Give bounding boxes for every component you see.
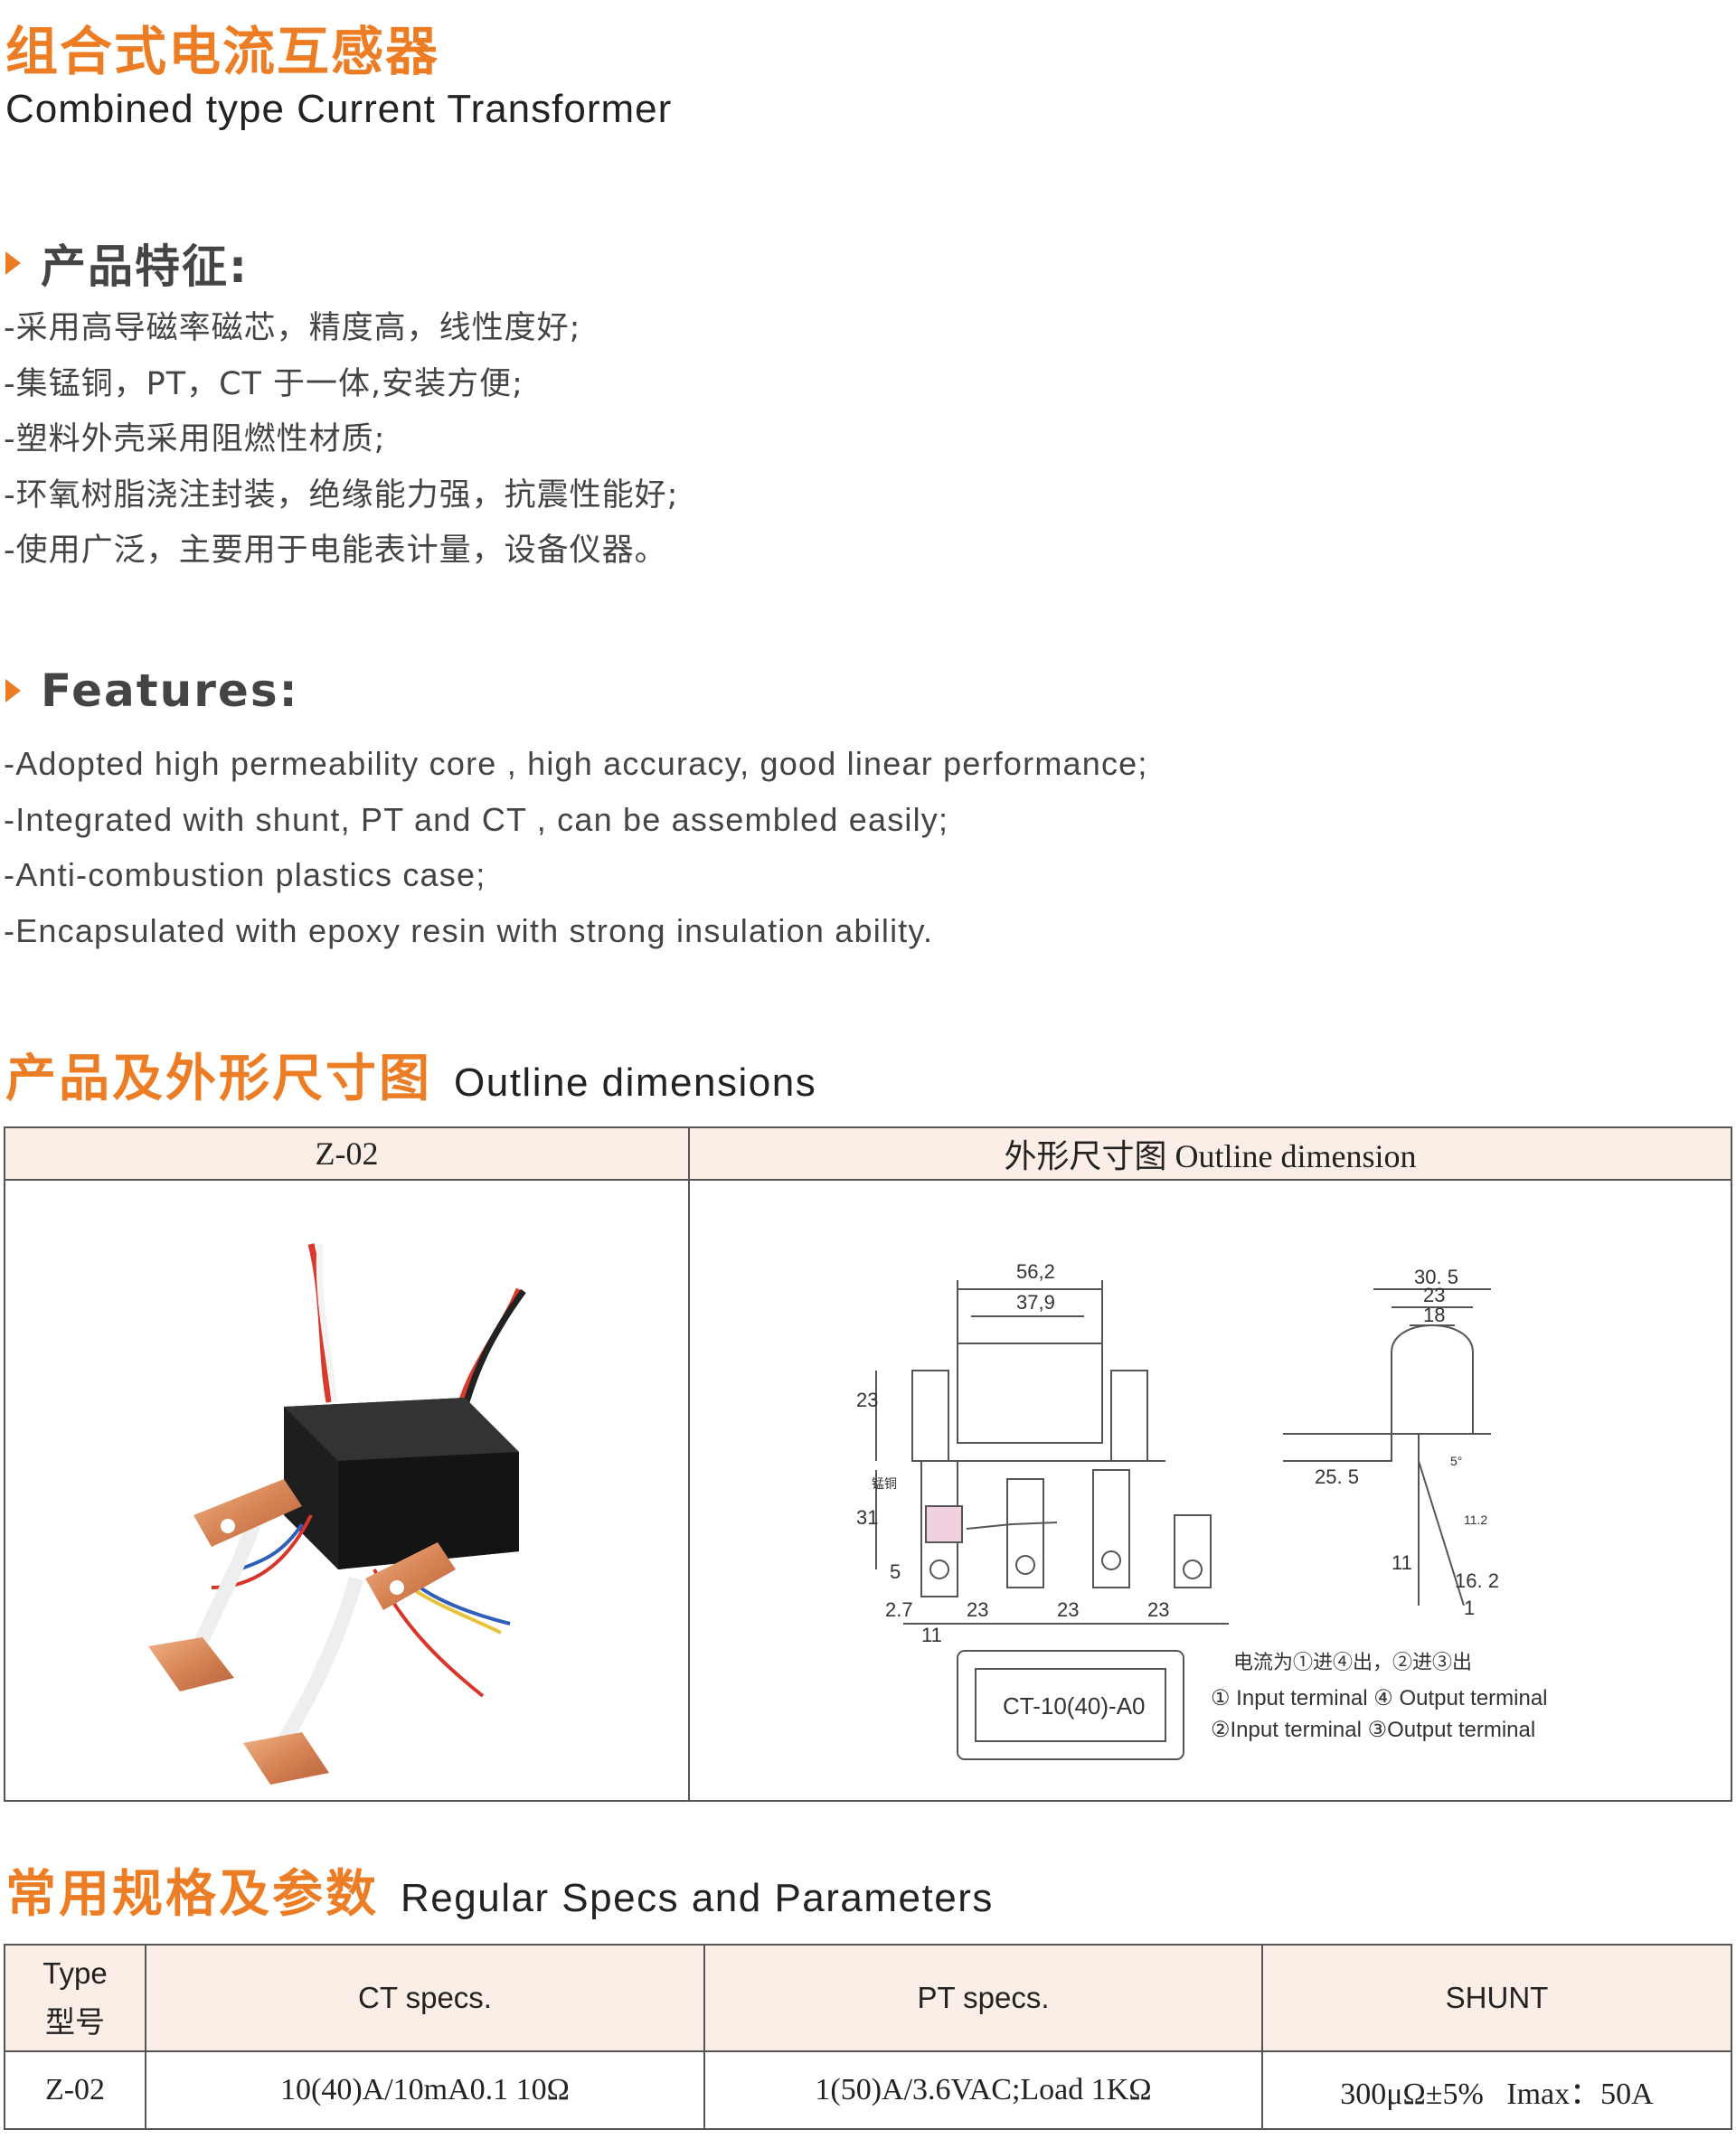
dim-label: 23: [856, 1389, 878, 1411]
list-item: -环氧树脂浇注封装，绝缘能力强，抗震性能好;: [4, 476, 679, 514]
dim-label: 23: [1057, 1598, 1079, 1621]
specs-heading: 常用规格及参数 Regular Specs and Parameters: [5, 1853, 994, 1927]
terminal-note-1: ① Input terminal ④ Output terminal: [1211, 1686, 1548, 1710]
list-item: -使用广泛，主要用于电能表计量，设备仪器。: [4, 532, 667, 569]
specs-heading-en: Regular Specs and Parameters: [401, 1876, 994, 1920]
dim-label: 18: [1423, 1304, 1445, 1326]
specs-heading-cn: 常用规格及参数: [5, 1865, 379, 1924]
dim-label: 37,9: [1016, 1291, 1055, 1314]
list-item: -Encapsulated with epoxy resin with stro…: [4, 911, 934, 949]
dim-label: 11: [1392, 1551, 1412, 1574]
list-item: -塑料外壳采用阻燃性材质;: [4, 421, 386, 457]
specs-col-type-cn: 型号: [45, 2004, 105, 2040]
dim-label: 23: [1147, 1598, 1169, 1621]
outline-col-dimension: 外形尺寸图 Outline dimension: [688, 1126, 1732, 1181]
terminal-note-cn: 电流为①进④出，②进③出: [1233, 1651, 1472, 1673]
dim-label: 5°: [1450, 1454, 1462, 1468]
dim-label: 11.2: [1464, 1512, 1487, 1527]
dim-label: 25. 5: [1315, 1465, 1359, 1488]
dim-label: 31: [856, 1506, 878, 1529]
list-item: -Integrated with shunt, PT and CT , can …: [4, 800, 949, 838]
dim-label: 11: [921, 1624, 942, 1646]
features-en-heading: Features:: [5, 664, 299, 717]
spec-cell-pt: 1(50)A/3.6VAC;Load 1KΩ: [703, 2050, 1263, 2130]
dim-label: 5: [890, 1560, 901, 1583]
terminal-note-2: ②Input terminal ③Output terminal: [1211, 1718, 1535, 1742]
features-cn-heading: 产品特征:: [5, 231, 249, 296]
manganin-label: 锰铜: [872, 1476, 897, 1491]
spec-cell-shunt: 300μΩ±5% Imax：50A: [1261, 2050, 1732, 2130]
bottom-view-label: CT-10(40)-A0: [1003, 1692, 1146, 1720]
outline-heading: 产品及外形尺寸图 Outline dimensions: [5, 1038, 816, 1111]
dim-label: 23: [1423, 1284, 1445, 1306]
product-photo-cell: [4, 1179, 690, 1802]
specs-col-shunt: SHUNT: [1261, 1944, 1732, 2052]
list-item: -Anti-combustion plastics case;: [4, 856, 486, 893]
specs-table: Type 型号 CT specs. PT specs. SHUNT Z-02 1…: [4, 1944, 1732, 2130]
features-en-list: -Adopted high permeability core , high a…: [4, 736, 1148, 958]
list-item: -采用高导磁率磁芯，精度高，线性度好;: [4, 310, 581, 346]
dim-label: 30. 5: [1414, 1266, 1458, 1288]
outline-table: Z-02 外形尺寸图 Outline dimension: [4, 1126, 1732, 1802]
table-row: Z-02 10(40)A/10mA0.1 10Ω 1(50)A/3.6VAC;L…: [4, 2050, 1732, 2130]
dim-label: 1: [1464, 1597, 1475, 1619]
features-cn-heading-text: 产品特征:: [41, 240, 249, 293]
outline-heading-cn: 产品及外形尺寸图: [5, 1050, 432, 1108]
spec-cell-type: Z-02: [4, 2050, 146, 2130]
specs-col-ct: CT specs.: [145, 1944, 705, 2052]
dim-label: 16. 2: [1455, 1569, 1499, 1592]
dim-label: 56,2: [1016, 1260, 1055, 1283]
dim-label: 23: [967, 1598, 988, 1621]
page-title-en: Combined type Current Transformer: [5, 87, 673, 131]
page-title-cn: 组合式电流互感器: [5, 21, 440, 82]
outline-drawing: 56,2 37,9 23 31 5 2.7 11 23 23 23 锰铜 30.…: [856, 1260, 1548, 1760]
arrow-right-icon: [5, 251, 21, 275]
spec-cell-ct: 10(40)A/10mA0.1 10Ω: [145, 2050, 705, 2130]
specs-col-type: Type 型号: [4, 1944, 146, 2052]
arrow-right-icon: [5, 679, 21, 702]
specs-col-pt: PT specs.: [703, 1944, 1263, 2052]
specs-col-type-en: Type: [42, 1956, 108, 1990]
list-item: -Adopted high permeability core , high a…: [4, 745, 1148, 782]
outline-col-model: Z-02: [4, 1126, 690, 1181]
product-photo: [147, 1243, 526, 1785]
features-cn-list: -采用高导磁率磁芯，精度高，线性度好; -集锰铜，PT，CT 于一体,安装方便;…: [4, 301, 678, 580]
features-en-heading-text: Features:: [41, 664, 299, 717]
dim-label: 2.7: [885, 1598, 913, 1621]
outline-heading-en: Outline dimensions: [454, 1060, 817, 1105]
outline-drawing-cell: 56,2 37,9 23 31 5 2.7 11 23 23 23 锰铜 30.…: [688, 1179, 1732, 1802]
list-item: -集锰铜，PT，CT 于一体,安装方便;: [4, 365, 524, 402]
